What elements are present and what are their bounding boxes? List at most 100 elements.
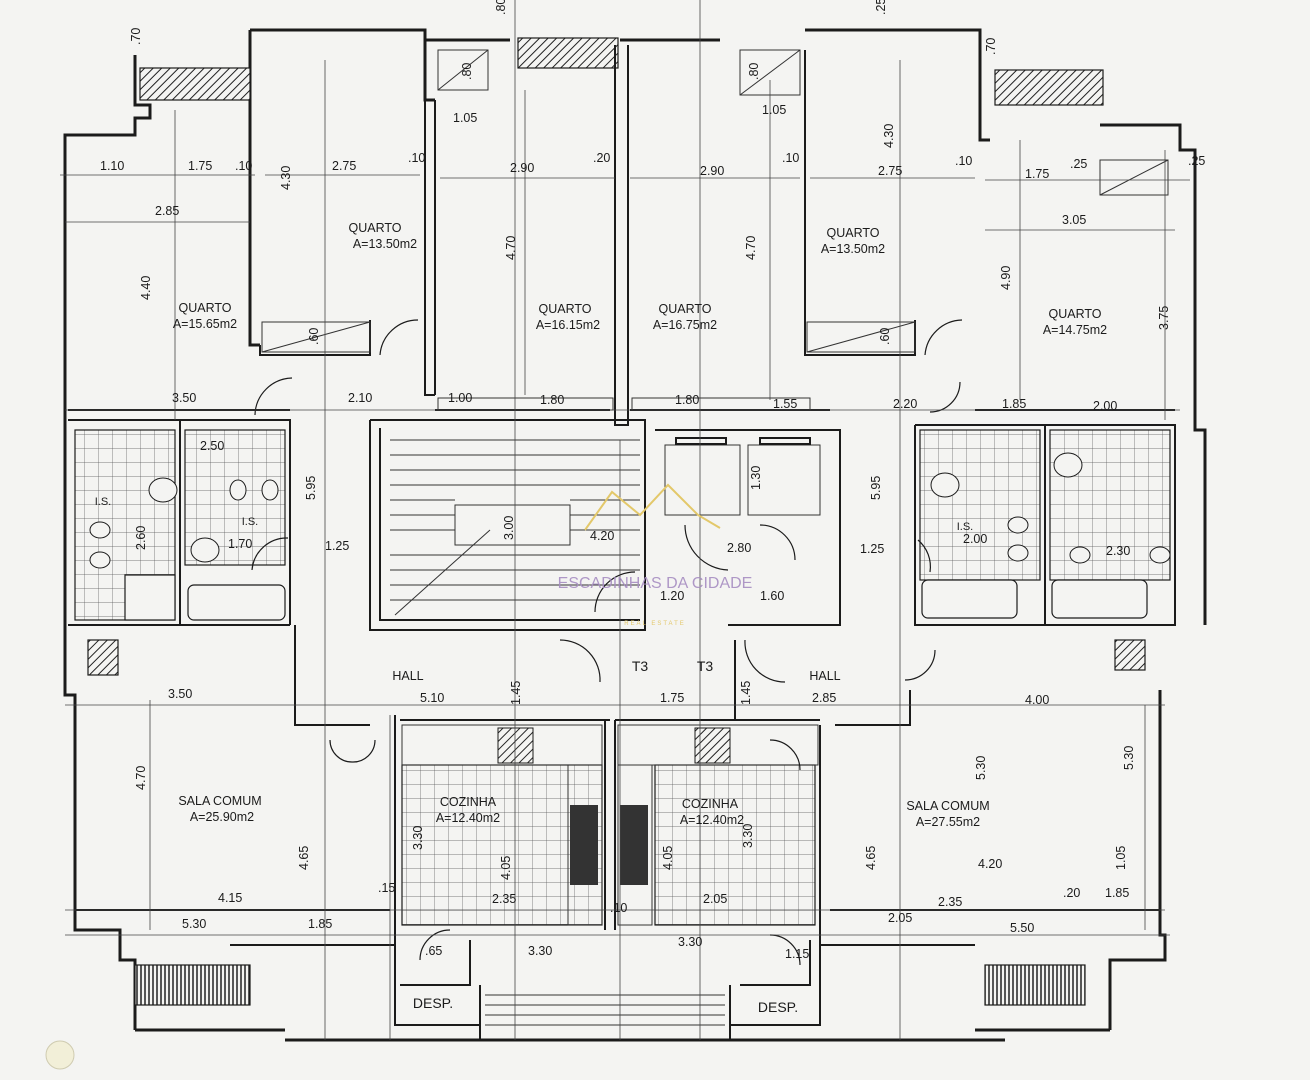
- room-labels: QUARTO A=15.65m2 QUARTO A=13.50m2 QUARTO…: [95, 221, 1107, 1015]
- dimension-label: 5.50: [1010, 921, 1034, 935]
- room-q4-area: A=16.75m2: [653, 318, 717, 332]
- dimension-label: 1.55: [773, 397, 797, 411]
- room-q1-area: A=15.65m2: [173, 317, 237, 331]
- dimension-label: 4.15: [218, 891, 242, 905]
- dimension-label: 4.20: [978, 857, 1002, 871]
- dimension-label: .25: [874, 0, 888, 15]
- dimension-label: 1.15: [785, 947, 809, 961]
- dimension-label: 1.80: [675, 393, 699, 407]
- dimension-label: 1.30: [749, 466, 763, 490]
- watermark-logo-icon: [584, 483, 721, 531]
- dimension-label: .25: [1070, 157, 1087, 171]
- dimension-label: 2.90: [510, 161, 534, 175]
- dimension-label: 4.30: [279, 166, 293, 190]
- dimension-label: 1.85: [1002, 397, 1026, 411]
- dimension-label: 4.40: [139, 276, 153, 300]
- room-coz-l-area: A=12.40m2: [436, 811, 500, 825]
- dimension-label: 1.85: [1105, 886, 1129, 900]
- room-sala-l-area: A=25.90m2: [190, 810, 254, 824]
- dimension-label: 2.75: [332, 159, 356, 173]
- room-q3-area: A=16.15m2: [536, 318, 600, 332]
- dimension-label: 5.30: [182, 917, 206, 931]
- dimension-label: 2.05: [888, 911, 912, 925]
- dimension-label: 2.05: [703, 892, 727, 906]
- dimension-label: .60: [307, 328, 321, 345]
- room-is-l: I.S.: [95, 496, 112, 508]
- dimension-label: 2.75: [878, 164, 902, 178]
- dimension-label: 2.30: [1106, 544, 1130, 558]
- dimension-label: .10: [610, 901, 627, 915]
- room-q6-name: QUARTO: [1048, 307, 1101, 321]
- dimension-label: 3.75: [1157, 306, 1171, 330]
- dimension-label: 5.30: [1122, 746, 1136, 770]
- dimension-label: 1.45: [739, 681, 753, 705]
- dimension-label: 1.10: [100, 159, 124, 173]
- dimension-label: 1.20: [660, 589, 684, 603]
- room-is-l2: I.S.: [242, 516, 259, 528]
- dimension-label: 2.85: [155, 204, 179, 218]
- room-q1-name: QUARTO: [178, 301, 231, 315]
- dimension-label: 3.30: [411, 826, 425, 850]
- room-sala-r-name: SALA COMUM: [906, 799, 989, 813]
- dimension-lines: [60, 0, 1190, 1040]
- dimension-label: .80: [747, 63, 761, 80]
- dimension-label: 4.70: [134, 766, 148, 790]
- dimension-label: 1.00: [448, 391, 472, 405]
- dimension-label: 2.80: [727, 541, 751, 555]
- dimension-label: 3.00: [502, 516, 516, 540]
- dimension-label: 3.30: [741, 824, 755, 848]
- watermark-sub: REAL ESTATE: [624, 621, 686, 627]
- watermark: ESCADINHAS DA CIDADE REAL ESTATE: [558, 483, 753, 627]
- dimension-label: 5.30: [974, 756, 988, 780]
- room-coz-r-name: COZINHA: [682, 797, 739, 811]
- room-hall-r: HALL: [809, 669, 840, 683]
- dimension-label: 4.05: [661, 846, 675, 870]
- dimension-label: 1.70: [228, 537, 252, 551]
- dimension-label: .80: [460, 63, 474, 80]
- dimension-label: 1.45: [509, 681, 523, 705]
- paper-punch-mark: [45, 1040, 75, 1070]
- dimension-label: 3.30: [678, 935, 702, 949]
- room-q2-area: A=13.50m2: [353, 237, 417, 251]
- dimension-label: .10: [782, 151, 799, 165]
- dimension-label: 2.10: [348, 391, 372, 405]
- dimension-label: 2.60: [134, 526, 148, 550]
- room-q2-name: QUARTO: [348, 221, 401, 235]
- dimension-label: .70: [129, 28, 143, 45]
- dimension-label: 2.50: [200, 439, 224, 453]
- dimension-label: .20: [593, 151, 610, 165]
- room-q5-area: A=13.50m2: [821, 242, 885, 256]
- watermark-brand: ESCADINHAS DA CIDADE: [558, 575, 753, 592]
- dimension-label: 3.30: [528, 944, 552, 958]
- dimension-label: 1.05: [762, 103, 786, 117]
- room-q5-name: QUARTO: [826, 226, 879, 240]
- kitchens: [401, 724, 819, 926]
- dimension-label: 2.85: [812, 691, 836, 705]
- dimension-label: 4.65: [864, 846, 878, 870]
- room-coz-l-name: COZINHA: [440, 795, 497, 809]
- doors: [251, 319, 963, 966]
- dimension-label: 4.90: [999, 266, 1013, 290]
- dimension-label: .65: [425, 944, 442, 958]
- dimension-label: 5.95: [869, 476, 883, 500]
- dimension-label: 2.00: [963, 532, 987, 546]
- room-q3-name: QUARTO: [538, 302, 591, 316]
- dimension-label: 1.75: [1025, 167, 1049, 181]
- dimension-label: 2.90: [700, 164, 724, 178]
- dimension-label: 4.20: [590, 529, 614, 543]
- dimension-label: .15: [378, 881, 395, 895]
- dimension-label: .10: [408, 151, 425, 165]
- balconies: [87, 37, 1146, 1006]
- room-q4-name: QUARTO: [658, 302, 711, 316]
- room-desp-r: DESP.: [758, 999, 798, 1015]
- dimension-label: 1.05: [453, 111, 477, 125]
- room-coz-r-area: A=12.40m2: [680, 813, 744, 827]
- dimension-label: 1.80: [540, 393, 564, 407]
- elevators: [664, 437, 821, 516]
- dimension-label: 1.25: [325, 539, 349, 553]
- dimension-label: 1.25: [860, 542, 884, 556]
- dimension-label: 2.35: [938, 895, 962, 909]
- dimension-label: 5.95: [304, 476, 318, 500]
